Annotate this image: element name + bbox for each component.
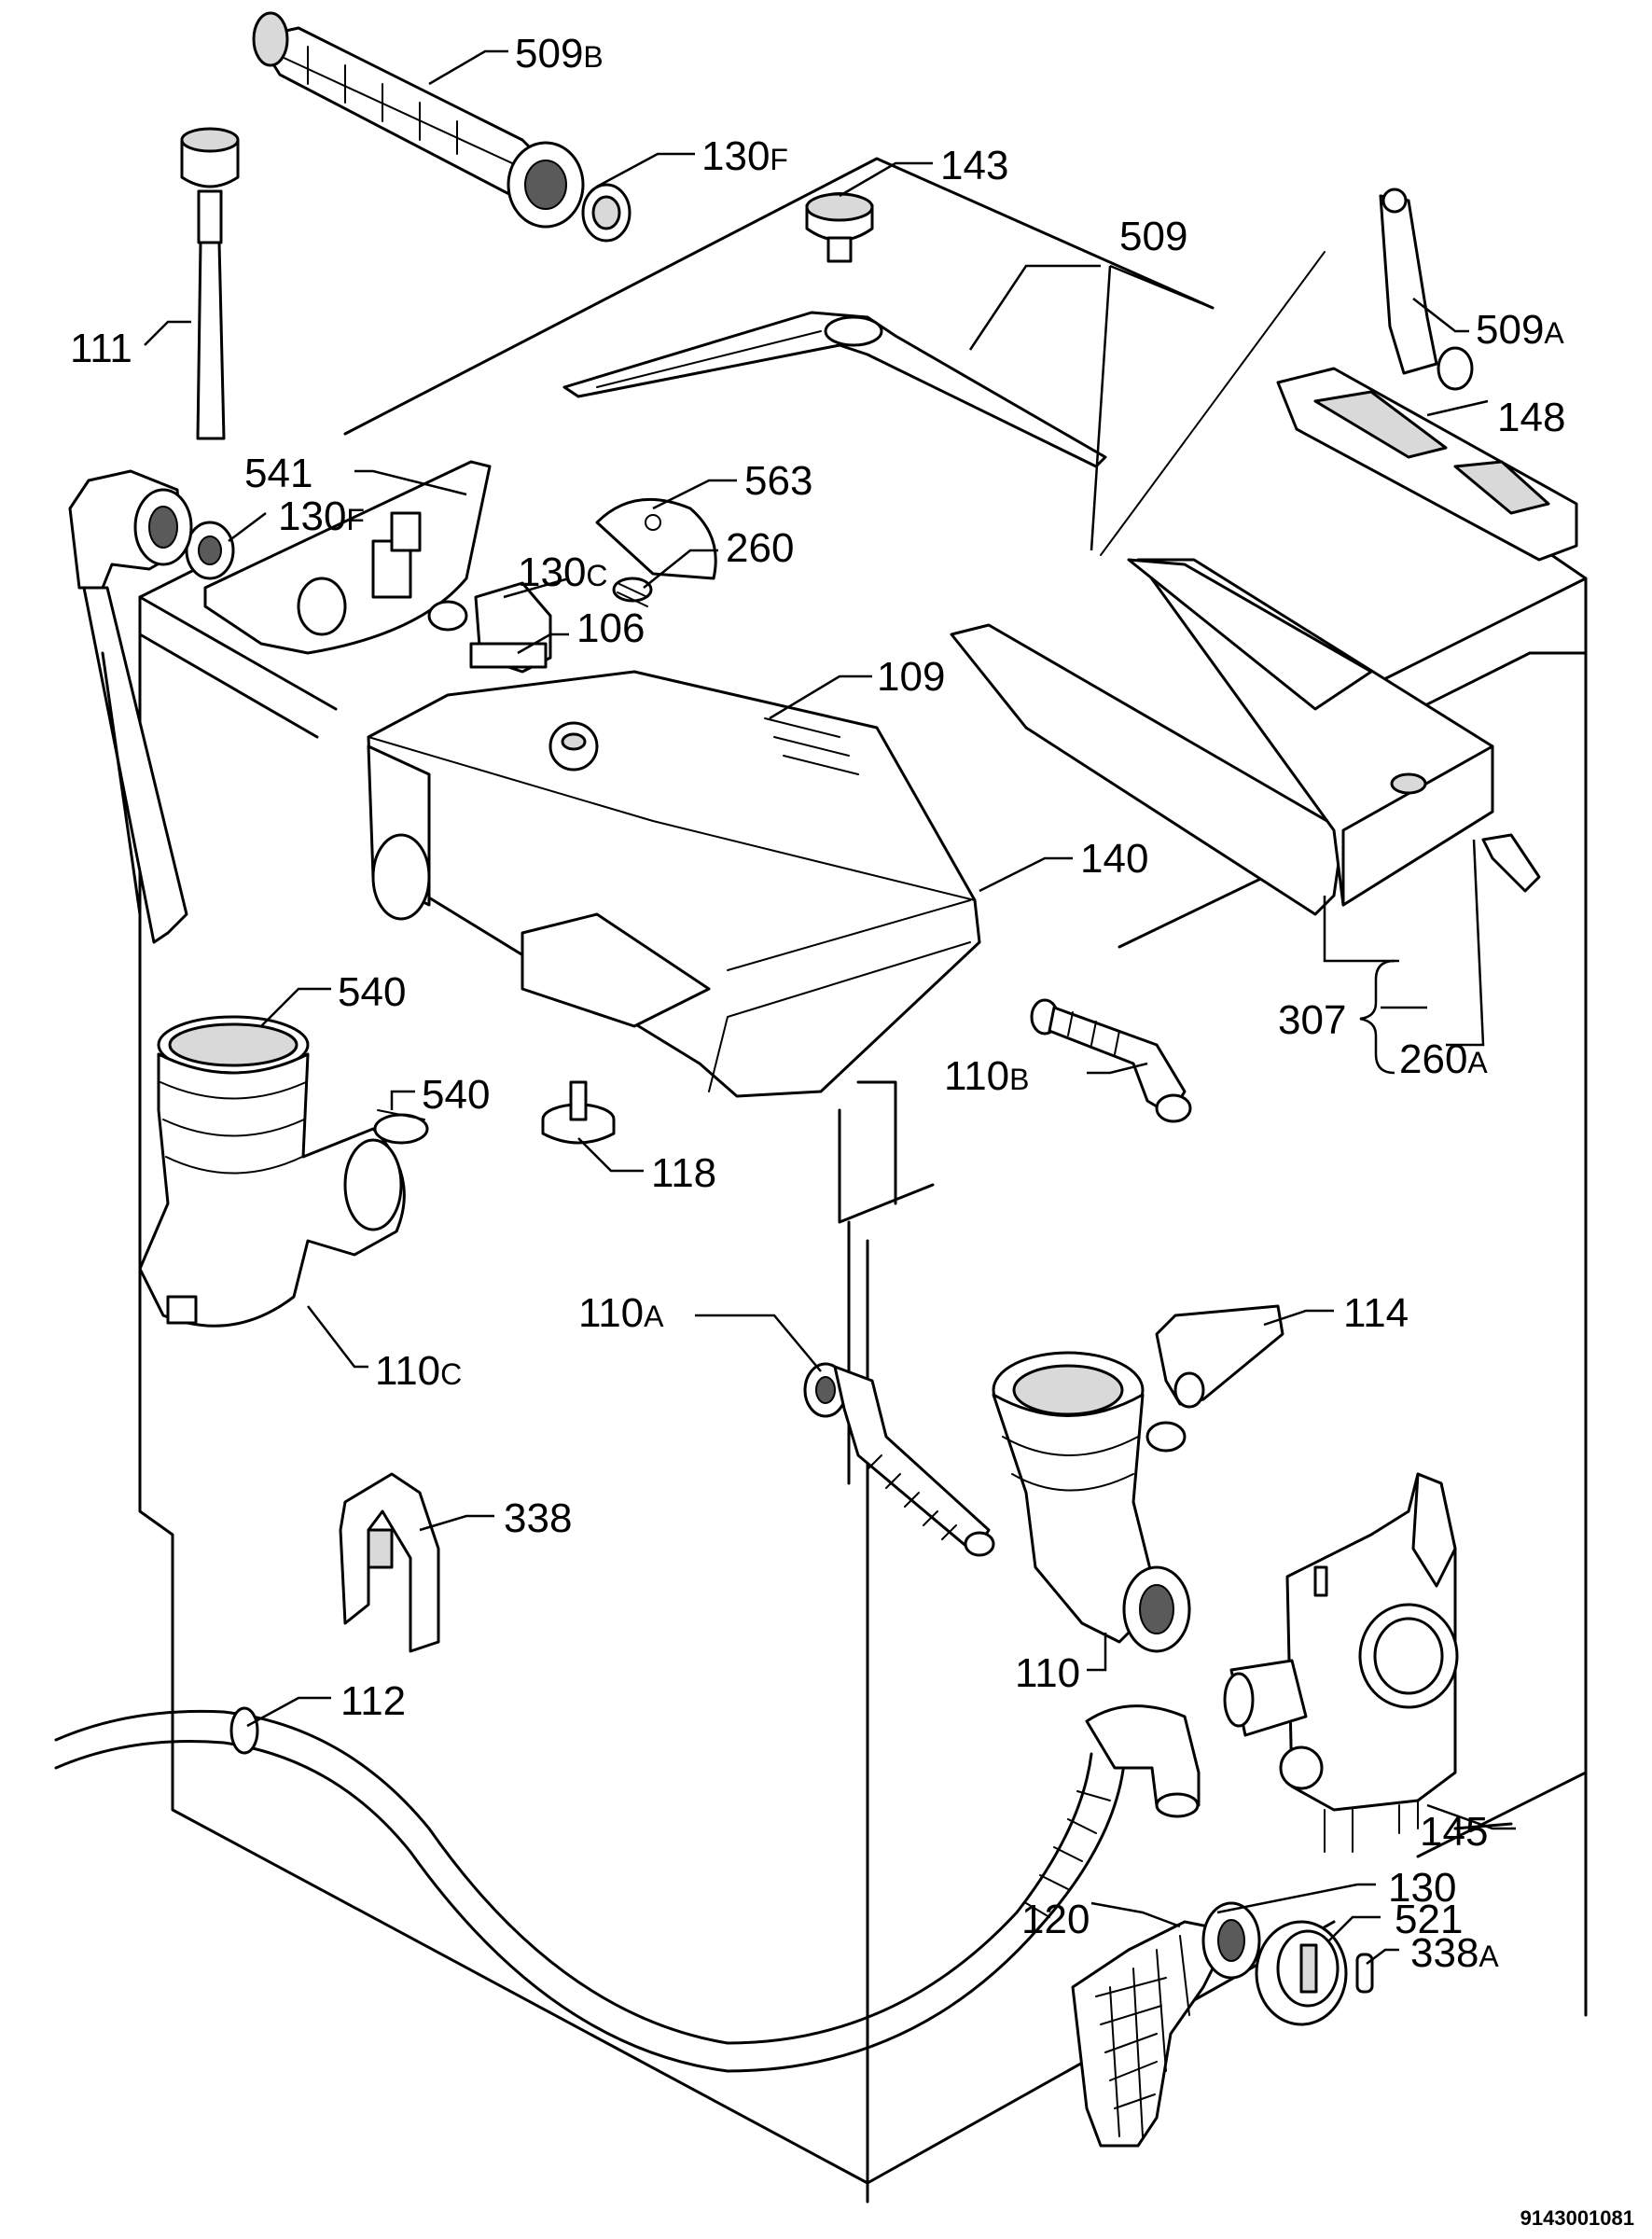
brace-307	[1359, 959, 1395, 1075]
part-509a-lever	[1379, 188, 1474, 391]
part-563-cam	[595, 497, 717, 580]
part-112-drain-hose	[54, 1704, 1201, 2073]
label-307: 307	[1278, 997, 1346, 1043]
label-118: 118	[651, 1150, 716, 1196]
part-540-clamp-mid	[373, 1109, 429, 1145]
part-111-inlet-hose	[180, 127, 240, 440]
label-145: 145	[1420, 1809, 1488, 1855]
part-541-bracket	[203, 460, 492, 655]
label-114: 114	[1343, 1290, 1409, 1336]
label-120: 120	[1021, 1897, 1090, 1942]
part-110c-sump-hose	[138, 1052, 406, 1328]
label-260a: 260A	[1399, 1036, 1488, 1082]
label-110: 110	[1015, 1650, 1080, 1696]
label-509: 509	[1119, 214, 1187, 259]
label-109: 109	[877, 654, 945, 700]
label-521: 521	[1395, 1897, 1463, 1942]
label-130: 130	[1388, 1865, 1456, 1911]
part-307-drawer	[950, 558, 1494, 916]
part-143-knob	[805, 192, 874, 263]
part-120-filter	[1071, 1920, 1233, 2148]
label-509a: 509A	[1476, 307, 1564, 353]
part-118-foot	[541, 1080, 616, 1145]
part-hose-elbow	[68, 469, 193, 944]
document-number: 9143001081	[1520, 2206, 1634, 2230]
label-130f-top: 130F	[701, 133, 788, 179]
part-109-140-dispenser-housing	[367, 670, 981, 1098]
part-110-drum-hose	[992, 1351, 1191, 1653]
label-106: 106	[576, 605, 645, 651]
label-541: 541	[244, 451, 312, 496]
part-509b-inlet-pipe	[252, 11, 585, 229]
label-143: 143	[940, 143, 1008, 188]
label-540-top: 540	[338, 969, 406, 1015]
part-110b-small-hose	[1030, 998, 1192, 1123]
part-130c-106-valve	[427, 581, 552, 674]
label-338: 338	[504, 1495, 572, 1541]
label-112: 112	[340, 1678, 406, 1724]
part-110a-hose	[803, 1362, 995, 1557]
leader-lines	[144, 49, 1516, 1965]
label-338a: 338A	[1410, 1930, 1499, 1976]
part-148-handle	[1276, 367, 1578, 562]
label-148: 148	[1497, 395, 1565, 440]
label-110a: 110A	[578, 1290, 664, 1336]
part-260-spring	[612, 577, 653, 607]
part-130-filter-seal	[1201, 1901, 1261, 1980]
label-110b: 110B	[944, 1053, 1030, 1099]
part-260a-clip	[1481, 833, 1541, 893]
label-140: 140	[1080, 836, 1148, 882]
part-521-filter-cap	[1255, 1920, 1348, 2026]
label-130f-mid: 130F	[278, 494, 365, 539]
label-111: 111	[70, 326, 132, 371]
part-130f-mid-seal	[185, 521, 235, 580]
label-563: 563	[744, 458, 812, 504]
part-509-rods	[562, 251, 1326, 556]
part-338-hose-guide	[339, 1472, 440, 1653]
part-540-clamp-top	[157, 1015, 310, 1075]
part-labels: 509B 130F 143 509 509A 111 148 541 130F …	[70, 31, 1565, 1976]
label-509b: 509B	[515, 31, 604, 76]
part-145-pump-housing	[1223, 1472, 1459, 1853]
part-130f-top-seal	[581, 183, 632, 243]
label-540-mid: 540	[422, 1072, 490, 1118]
label-130c: 130C	[518, 549, 608, 595]
part-114-sensor	[1155, 1304, 1284, 1409]
label-260: 260	[726, 525, 794, 571]
label-110c: 110C	[375, 1348, 462, 1394]
